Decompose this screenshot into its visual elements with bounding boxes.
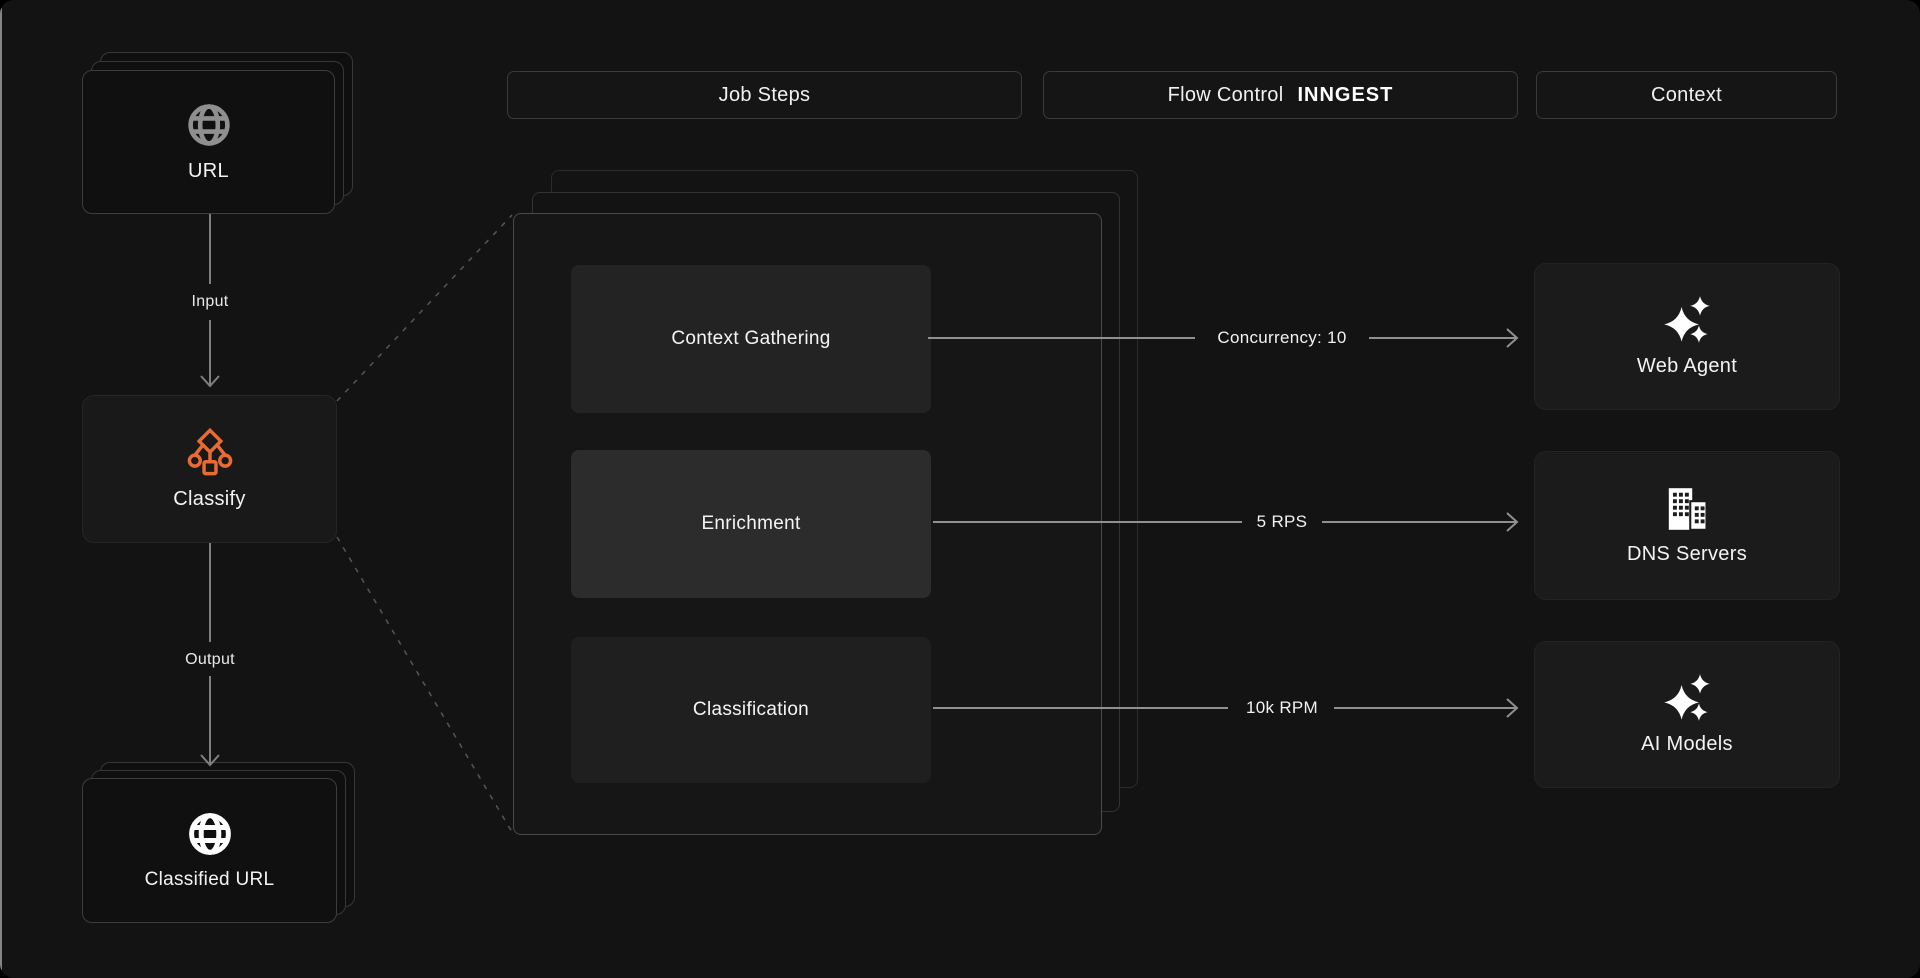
web-agent-node: Web Agent (1534, 263, 1840, 410)
header-job-steps: Job Steps (507, 71, 1022, 119)
flow-control-concurrency-label: Concurrency: 10 (1217, 328, 1347, 347)
header-context-label: Context (1650, 83, 1723, 106)
globe-icon (187, 103, 230, 146)
url-node: URL (82, 70, 335, 214)
flow-control-rpm-label: 10k RPM (1245, 698, 1319, 717)
web-agent-label: Web Agent (1636, 355, 1738, 377)
step-label: Enrichment (701, 513, 801, 534)
classified-url-node: Classified URL (82, 778, 337, 923)
window-edge-highlight (0, 8, 2, 970)
expansion-dashed-lines (336, 214, 513, 833)
url-node-label: URL (188, 159, 229, 182)
dns-servers-node: DNS Servers (1534, 451, 1840, 600)
step-classification: Classification (571, 637, 931, 783)
building-icon (1668, 488, 1708, 531)
arrowhead-right-icon (1506, 328, 1519, 348)
sparkles-icon (1664, 296, 1710, 343)
globe-icon (188, 812, 231, 855)
classify-workflow-icon (187, 427, 232, 475)
input-edge-label: Input (191, 293, 229, 310)
classify-node: Classify (82, 395, 337, 543)
classified-url-node-label: Classified URL (144, 868, 275, 890)
step-label: Classification (692, 699, 810, 720)
inngest-logo: INNGEST (1297, 83, 1394, 106)
dns-servers-label: DNS Servers (1627, 543, 1747, 565)
arrowhead-right-icon (1506, 512, 1519, 532)
arrowhead-right-icon (1506, 698, 1519, 718)
ai-models-label: AI Models (1641, 733, 1733, 755)
step-label: Context Gathering (671, 328, 831, 349)
header-flow-control: Flow Control INNGEST (1043, 71, 1518, 119)
ai-models-node: AI Models (1534, 641, 1840, 788)
header-context: Context (1536, 71, 1837, 119)
flow-control-rps-label: 5 RPS (1256, 512, 1308, 531)
classify-node-label: Classify (173, 487, 246, 510)
header-flow-control-label: Flow Control (1167, 83, 1284, 106)
arrowhead-down-icon (200, 375, 220, 388)
output-edge-label: Output (185, 651, 235, 668)
step-enrichment: Enrichment (571, 450, 931, 598)
header-job-steps-label: Job Steps (718, 83, 811, 106)
sparkles-icon (1664, 674, 1710, 721)
step-context-gathering: Context Gathering (571, 265, 931, 413)
